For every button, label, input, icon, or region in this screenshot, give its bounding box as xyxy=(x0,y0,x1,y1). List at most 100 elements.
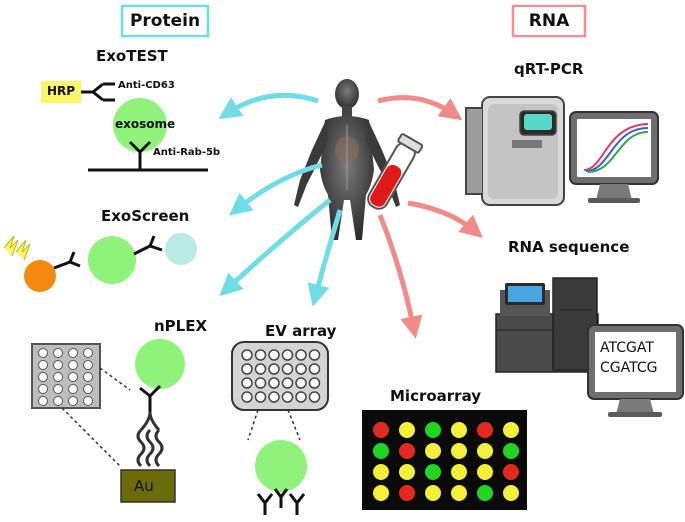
nplex-well xyxy=(68,360,78,370)
ev-array-well xyxy=(295,363,307,375)
rna-header: RNA xyxy=(515,7,583,35)
rnaseq-diagram xyxy=(495,277,684,417)
gold-label: Au xyxy=(134,477,154,495)
nplex-well xyxy=(53,360,63,370)
rna-header-border xyxy=(511,4,587,38)
microarray-spot xyxy=(503,422,519,438)
ev-array-well xyxy=(281,377,294,389)
ev-array-well xyxy=(241,377,253,389)
lightning-icon xyxy=(3,235,19,257)
microarray-spot xyxy=(477,464,493,480)
exoscreen-title: ExoScreen xyxy=(101,207,190,225)
pcr-monitor xyxy=(569,111,659,203)
nplex-well xyxy=(53,372,63,382)
ev-array-well xyxy=(254,391,267,403)
microarray-spot xyxy=(373,443,389,459)
microarray-spot xyxy=(503,485,519,501)
arrow-to-rnaseq xyxy=(407,200,483,238)
microarray-spot xyxy=(451,485,467,501)
linker-chains xyxy=(136,428,164,468)
ev-array-well xyxy=(295,377,307,389)
arrow-to-nplex xyxy=(219,198,332,297)
nplex-well xyxy=(83,396,93,406)
rnaseq-title: RNA sequence xyxy=(508,238,630,256)
exotest-title: ExoTEST xyxy=(96,47,168,65)
pcr-machine xyxy=(465,96,565,206)
exosome-vesicle xyxy=(113,98,167,152)
nplex-well xyxy=(68,372,78,382)
microarray-spot xyxy=(373,422,389,438)
nplex-title: nPLEX xyxy=(154,317,208,335)
sequencer-machine xyxy=(495,277,599,373)
microarray-spot xyxy=(373,485,389,501)
nplex-well xyxy=(38,360,48,370)
ev-array-well xyxy=(268,377,280,389)
nplex-well xyxy=(53,396,63,406)
ev-array-well xyxy=(308,391,321,403)
nplex-well xyxy=(53,384,63,394)
microarray-spot xyxy=(425,464,441,480)
human-body-figure xyxy=(294,79,400,240)
arrow-to-exoscreen xyxy=(228,162,323,216)
hrp-box xyxy=(41,81,81,103)
ev-array-well xyxy=(308,363,321,375)
nplex-well xyxy=(38,384,48,394)
nplex-well xyxy=(38,396,48,406)
microarray-spot xyxy=(399,485,415,501)
microarray-spot xyxy=(399,422,415,438)
ev-array-diagram xyxy=(231,341,329,515)
ev-array-well xyxy=(281,391,294,403)
ev-array-well xyxy=(241,391,253,403)
qrtpcr-title: qRT-PCR xyxy=(514,60,584,78)
nplex-well xyxy=(68,384,78,394)
anti-rab-label: Anti-Rab-5b xyxy=(153,147,221,158)
ev-array-well xyxy=(281,349,294,361)
anti-rab-antibody xyxy=(128,140,152,170)
ev-array-well xyxy=(281,363,294,375)
nplex-well xyxy=(53,348,63,358)
microarray-diagram xyxy=(362,410,527,510)
donor-bead xyxy=(24,260,56,292)
microarray-spot xyxy=(425,443,441,459)
exotest-diagram xyxy=(41,81,208,172)
ev-array-well xyxy=(308,349,321,361)
ev-array-well xyxy=(268,349,280,361)
anti-cd63-antibody xyxy=(92,82,115,102)
nplex-well xyxy=(83,348,93,358)
acceptor-bead xyxy=(165,233,197,265)
ev-array-well xyxy=(241,349,253,361)
qrtpcr-diagram xyxy=(465,96,659,206)
nplex-well xyxy=(83,360,93,370)
ev-array-title: EV array xyxy=(265,322,337,340)
nplex-well xyxy=(68,396,78,406)
ev-array-well xyxy=(241,363,253,375)
microarray-spot xyxy=(503,464,519,480)
arrow-to-microarray xyxy=(377,214,423,339)
protein-header-border xyxy=(120,4,210,38)
nplex-well xyxy=(83,384,93,394)
blood-tube-icon xyxy=(367,133,424,210)
arrow-to-qrtpcr xyxy=(377,95,463,121)
sequence-monitor xyxy=(587,324,684,417)
anti-cd63-label: Anti-CD63 xyxy=(118,80,175,91)
microarray-spot xyxy=(399,464,415,480)
microarray-spot xyxy=(477,422,493,438)
nplex-well xyxy=(38,348,48,358)
ev-array-well xyxy=(268,363,280,375)
ev-array-well xyxy=(254,377,267,389)
nplex-diagram xyxy=(31,339,185,503)
microarray-spot xyxy=(451,422,467,438)
sequence-line-1: ATCGAT xyxy=(600,340,654,356)
microarray-spot xyxy=(451,443,467,459)
sequence-line-2: CGATCG xyxy=(600,360,658,376)
nplex-well xyxy=(68,348,78,358)
microarray-spot xyxy=(477,485,493,501)
microarray-title: Microarray xyxy=(390,387,482,405)
nplex-antibody xyxy=(139,384,162,412)
nplex-well xyxy=(83,372,93,382)
ev-array-well xyxy=(295,349,307,361)
ev-array-well xyxy=(308,377,321,389)
microarray-spot xyxy=(373,464,389,480)
